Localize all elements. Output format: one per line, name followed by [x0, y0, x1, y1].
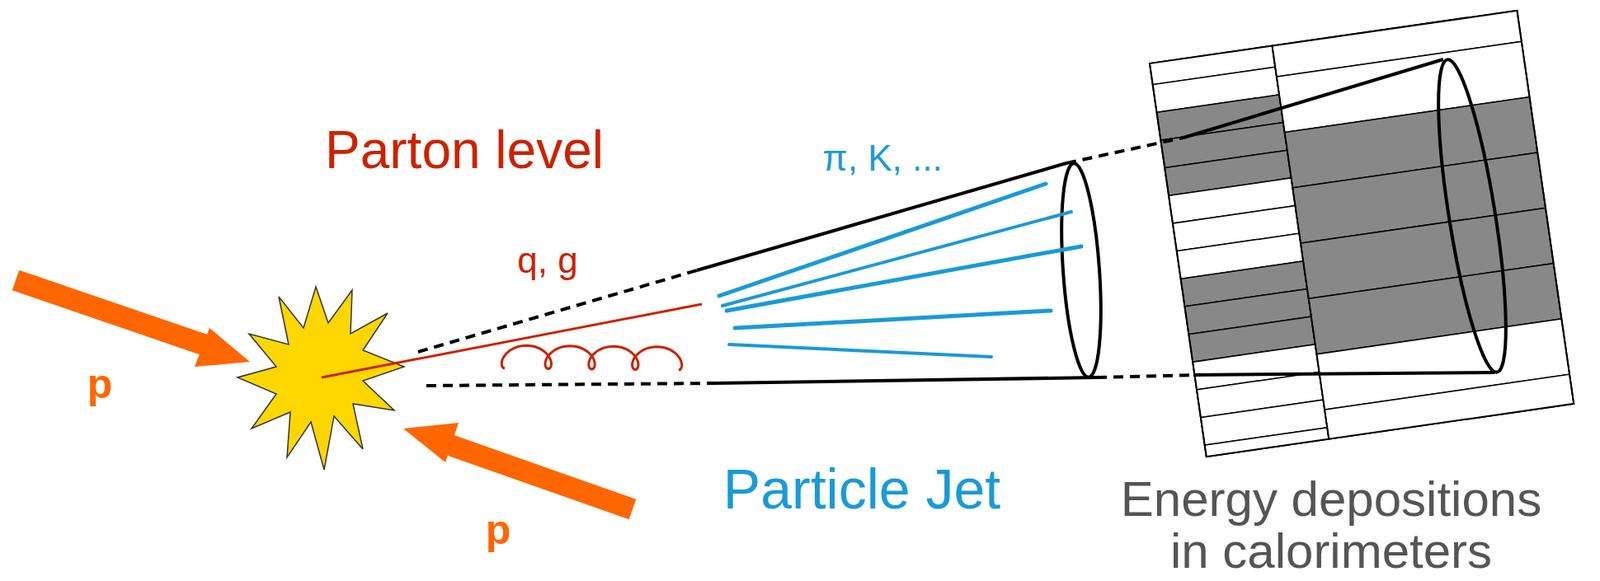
hadron-label: π, K, ... [822, 139, 942, 178]
section-title: Parton level [324, 122, 604, 179]
section-title: Energy depositions in calorimeters [1115, 473, 1548, 578]
calorimeter-grid [1146, 0, 1578, 484]
particle-tracks [719, 183, 1082, 358]
calorimeter-cell [1324, 374, 1574, 457]
gluon-coil [501, 345, 682, 371]
beam-label: p [485, 508, 512, 553]
parton-label: q, g [517, 241, 578, 280]
parton-line [321, 304, 702, 378]
beam-label: p [87, 362, 113, 407]
collision-star [237, 287, 405, 471]
section-title: Particle Jet [723, 460, 1001, 519]
proton-beams [15, 280, 633, 510]
jet-cone [418, 56, 1520, 386]
